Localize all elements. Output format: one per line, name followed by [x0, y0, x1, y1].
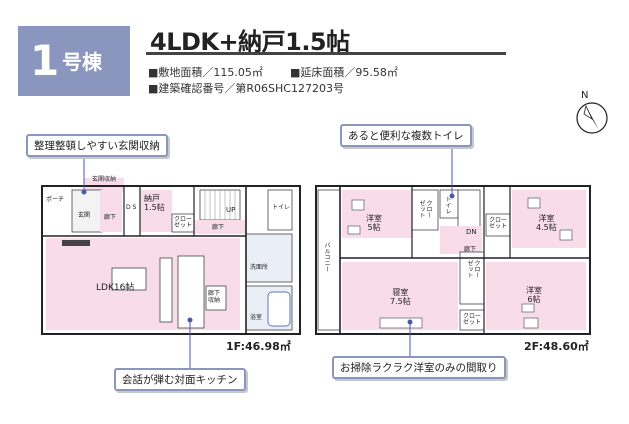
label-room5: 洋室 5帖	[366, 214, 382, 232]
label-closet: クロー ゼット	[174, 216, 193, 229]
label-room45: 洋室 4.5帖	[536, 214, 557, 232]
label-closet-d: クロー ゼット	[463, 313, 482, 326]
floor2-plan	[315, 148, 591, 358]
label-bathroom: 浴室	[250, 314, 263, 321]
building-number-badge: 1 号棟	[18, 26, 130, 96]
label-closet-c: クロー ゼット	[466, 260, 480, 278]
label-ds: D S	[126, 204, 137, 211]
compass: N	[572, 90, 612, 136]
callout-entrance-storage: 整理整頓しやすい玄関収納	[26, 134, 168, 157]
label-closet-a: クロー ゼット	[418, 200, 432, 218]
label-genkan: 玄関	[78, 212, 91, 219]
site-area-spec: ■敷地面積／115.05㎡	[148, 66, 263, 79]
label-balcony: バルコニー	[323, 242, 330, 272]
label-hall-a: 廊下	[104, 214, 117, 221]
callout-western-rooms: お掃除ラクラク洋室のみの間取り	[332, 356, 506, 379]
label-bedroom: 寝室 7.5帖	[390, 288, 411, 306]
label-toilet: トイレ	[272, 204, 291, 211]
floor1-area: 1F:46.98㎡	[226, 340, 291, 353]
building-number: 1	[30, 36, 60, 85]
label-washroom: 洗面所	[250, 264, 269, 271]
label-room6: 洋室 6帖	[526, 286, 542, 304]
label-closet-b: クロー ゼット	[489, 217, 508, 230]
callout-toilets: あると便利な複数トイレ	[340, 124, 472, 147]
label-toilet-2f: トイレ	[444, 196, 451, 214]
building-number-suffix: 号棟	[62, 50, 102, 74]
title-underline	[146, 52, 506, 55]
label-dn: DN	[466, 228, 477, 236]
label-storeroom: 納戸 1.5帖	[144, 194, 165, 212]
label-hall-b: 廊下	[212, 224, 225, 231]
label-entrance-storage: 玄関収納	[92, 176, 117, 183]
floor2-area: 2F:48.60㎡	[524, 340, 589, 353]
compass-icon	[576, 102, 608, 134]
floor1-plan	[41, 152, 301, 368]
callout-kitchen: 会話が弾む対面キッチン	[114, 368, 246, 391]
label-hall-storage: 廊下 収納	[208, 290, 221, 304]
label-porch: ポーチ	[46, 196, 65, 203]
floor-area-spec: ■延床面積／95.58㎡	[290, 66, 398, 79]
compass-north-label: N	[581, 90, 589, 101]
certification-spec: ■建築確認番号／第R06SHC127203号	[148, 82, 344, 95]
label-up: UP	[226, 206, 236, 214]
label-hall-2f: 廊下	[464, 246, 477, 253]
label-ldk: LDK16帖	[96, 283, 135, 293]
floor-plan-title: 4LDK+納戸1.5帖	[150, 28, 350, 56]
